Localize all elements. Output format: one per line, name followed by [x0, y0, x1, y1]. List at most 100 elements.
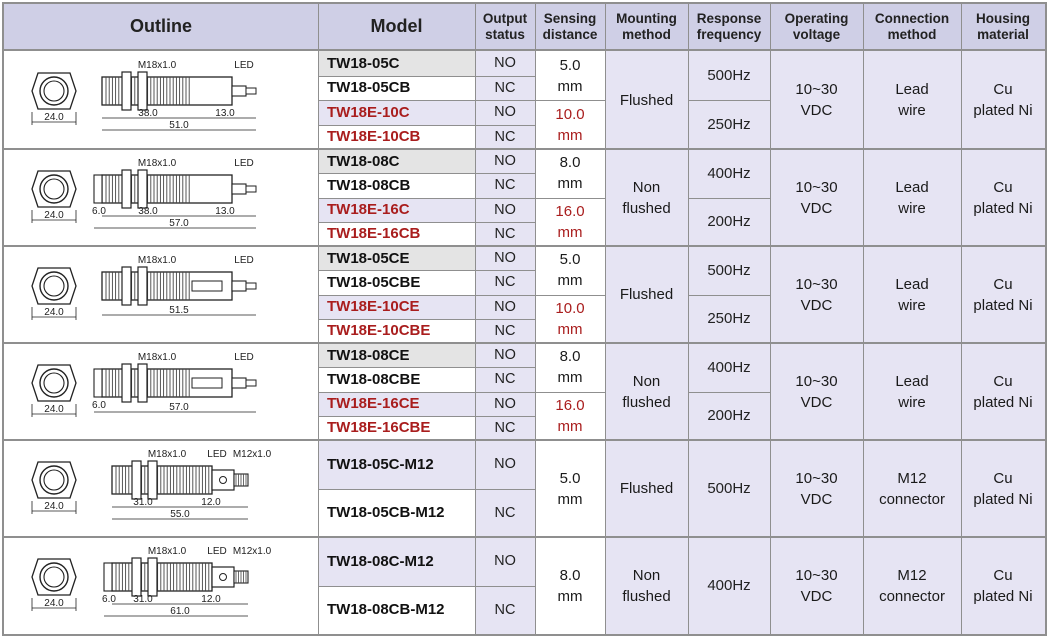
model-shade	[318, 294, 475, 319]
connection-line: Lead	[895, 275, 929, 293]
dim-hex-label: 24.0	[44, 307, 64, 318]
dim-hex-label: 24.0	[44, 112, 64, 123]
header-line: Sensing	[543, 10, 597, 26]
sensor-face-circle	[39, 562, 69, 592]
distance-line: 16.0	[555, 202, 585, 220]
cable-gland	[231, 280, 247, 292]
mounting-line: Flushed	[619, 91, 674, 109]
group-shade	[535, 440, 1045, 537]
cable-gland	[231, 85, 247, 97]
model-cell: TW18-05CBE	[327, 273, 421, 291]
dim-total-label: 61.0	[170, 606, 190, 617]
header-model: Model	[370, 16, 423, 36]
dist-white	[535, 537, 605, 634]
dist-divider	[535, 294, 605, 296]
led-indicator	[219, 476, 227, 484]
header-line: distance	[542, 26, 598, 42]
dist-white	[535, 294, 605, 343]
model-cell: TW18-08CB	[327, 176, 411, 194]
freq-divider	[688, 197, 770, 199]
row-divider	[318, 294, 535, 296]
distance-line: mm	[557, 175, 583, 193]
body-nut	[121, 71, 132, 111]
material-line: plated Ni	[973, 296, 1033, 314]
row-divider	[318, 173, 535, 175]
distance-line: 10.0	[555, 105, 585, 123]
led-window	[191, 377, 223, 389]
cable-end	[245, 87, 257, 95]
dim-hex-label: 24.0	[44, 598, 64, 609]
hex-nut-outline	[31, 558, 77, 596]
body-nut	[131, 557, 142, 597]
dim-b-label: 13.0	[215, 206, 235, 217]
column-divider	[535, 4, 536, 634]
status-cell: NC	[494, 601, 516, 618]
led-indicator	[219, 573, 227, 581]
dim-led-label: LED	[234, 60, 253, 71]
dim-cap-label: 6.0	[102, 594, 116, 605]
led-window	[191, 280, 223, 292]
row-divider	[318, 415, 535, 417]
group-shade	[535, 537, 1045, 634]
dist-divider	[535, 391, 605, 393]
distance-line: mm	[557, 272, 583, 290]
mounting-method-cell: Flushed	[605, 440, 688, 537]
connection-line: Lead	[895, 372, 929, 390]
status-cell: NC	[494, 274, 516, 291]
dim-total-label: 51.5	[169, 305, 189, 316]
sensor-body	[111, 562, 213, 592]
status-cell: NO	[494, 104, 516, 121]
row-divider	[318, 488, 535, 490]
status-cell: NC	[494, 322, 516, 339]
dim-thread-label: M18x1.0	[148, 546, 187, 557]
header-line: Response	[696, 10, 762, 26]
header-line: Output	[482, 10, 528, 26]
row-divider	[318, 75, 535, 77]
material-line: plated Ni	[973, 393, 1033, 411]
voltage-line: 10~30	[795, 81, 838, 98]
response-frequency-cell: 500Hz	[707, 480, 751, 497]
body-nut	[121, 169, 132, 209]
model-cell: TW18E-16CB	[327, 225, 421, 243]
response-frequency-cell: 250Hz	[707, 310, 751, 328]
distance-line: mm	[557, 490, 583, 508]
cable-end	[245, 282, 257, 290]
voltage-line: 10~30	[795, 178, 838, 196]
dim-connector-label: M12x1.0	[233, 449, 272, 460]
model-shade	[318, 537, 475, 586]
sensor-body	[111, 465, 213, 495]
dim-total-label: 55.0	[170, 509, 190, 520]
body-nut	[137, 363, 148, 403]
dist-divider	[535, 100, 605, 101]
sensor-face-circle	[39, 368, 69, 398]
model-shade	[318, 197, 475, 222]
dim-led-label: LED	[234, 352, 253, 363]
mounting-line: Non	[632, 566, 661, 584]
group-shade	[535, 246, 1045, 343]
body-nut	[137, 71, 148, 111]
model-cell: TW18E-16CBE	[327, 419, 431, 437]
dim-hex-label: 24.0	[44, 404, 64, 415]
column-divider	[318, 4, 319, 634]
model-cell: TW18-05C-M12	[327, 455, 434, 473]
model-cell: TW18-08CBE	[327, 370, 421, 388]
model-shade	[318, 391, 475, 416]
dim-a-label: 38.0	[138, 108, 158, 119]
column-divider	[863, 4, 864, 634]
connection-line: connector	[879, 587, 945, 605]
